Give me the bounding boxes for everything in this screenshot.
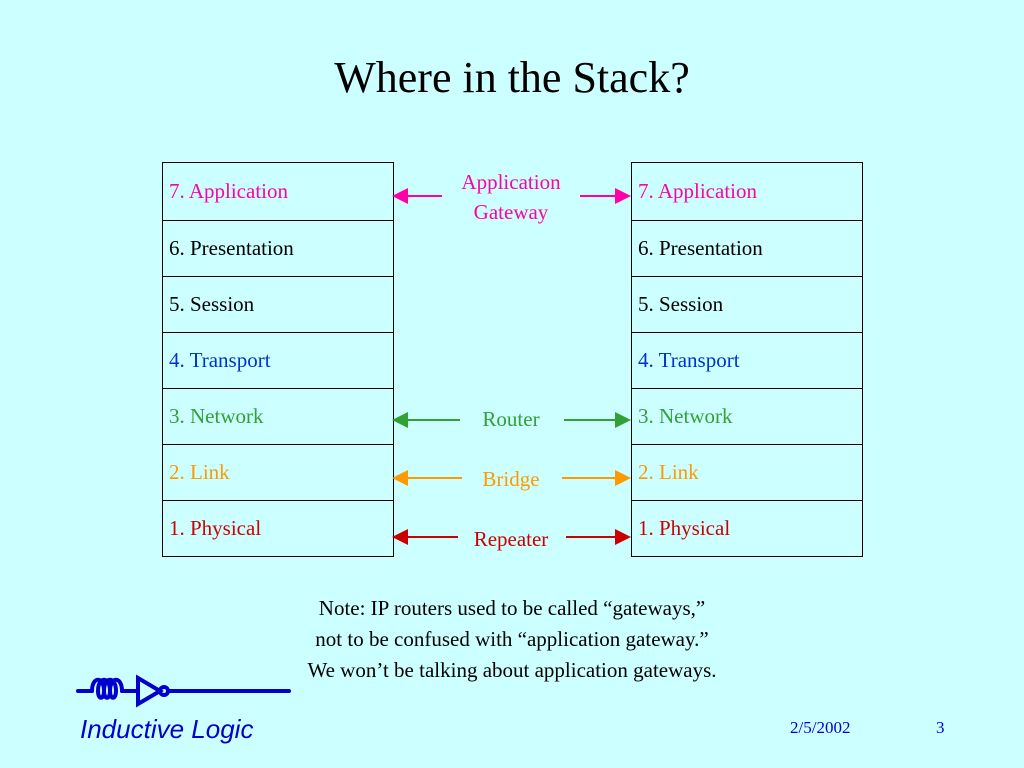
right-layer-network: 3. Network: [632, 388, 862, 444]
left-layer-presentation: 6. Presentation: [163, 220, 393, 276]
inductor-inverter-logo-icon: [76, 674, 291, 708]
note-line-2: not to be confused with “application gat…: [315, 627, 709, 651]
bridge-label: Bridge: [482, 467, 540, 491]
note-line-1: Note: IP routers used to be called “gate…: [318, 596, 706, 620]
left-layer-network: 3. Network: [163, 388, 393, 444]
left-layer-link: 2. Link: [163, 444, 393, 500]
left-layer-physical: 1. Physical: [163, 500, 393, 556]
note-text: Note: IP routers used to be called “gate…: [0, 593, 1024, 686]
slide-title: Where in the Stack?: [334, 53, 690, 102]
left-layer-application: 7. Application: [169, 179, 288, 203]
note-line-3: We won’t be talking about application ga…: [307, 658, 717, 682]
right-layer-physical: 1. Physical: [632, 500, 862, 556]
right-layer-presentation: 6. Presentation: [632, 220, 862, 276]
slide-number: 3: [936, 718, 945, 737]
application-gateway-line2: Gateway: [473, 200, 549, 224]
router-label: Router: [482, 407, 540, 431]
right-layer-link: 2. Link: [632, 444, 862, 500]
left-layer-transport: 4. Transport: [163, 332, 393, 388]
left-protocol-stack: 7. Application 6. Presentation 5. Sessio…: [162, 162, 394, 557]
right-layer-session: 5. Session: [632, 276, 862, 332]
right-layer-transport: 4. Transport: [632, 332, 862, 388]
application-gateway-line1: Application: [461, 170, 561, 194]
slide-date: 2/5/2002: [790, 718, 851, 737]
application-gateway-label: Application Gateway: [446, 167, 576, 227]
company-name: Inductive Logic: [80, 714, 254, 744]
repeater-label: Repeater: [473, 527, 549, 551]
right-protocol-stack: 7. Application 6. Presentation 5. Sessio…: [631, 162, 863, 557]
left-layer-session: 5. Session: [163, 276, 393, 332]
right-layer-application: 7. Application: [638, 179, 757, 203]
